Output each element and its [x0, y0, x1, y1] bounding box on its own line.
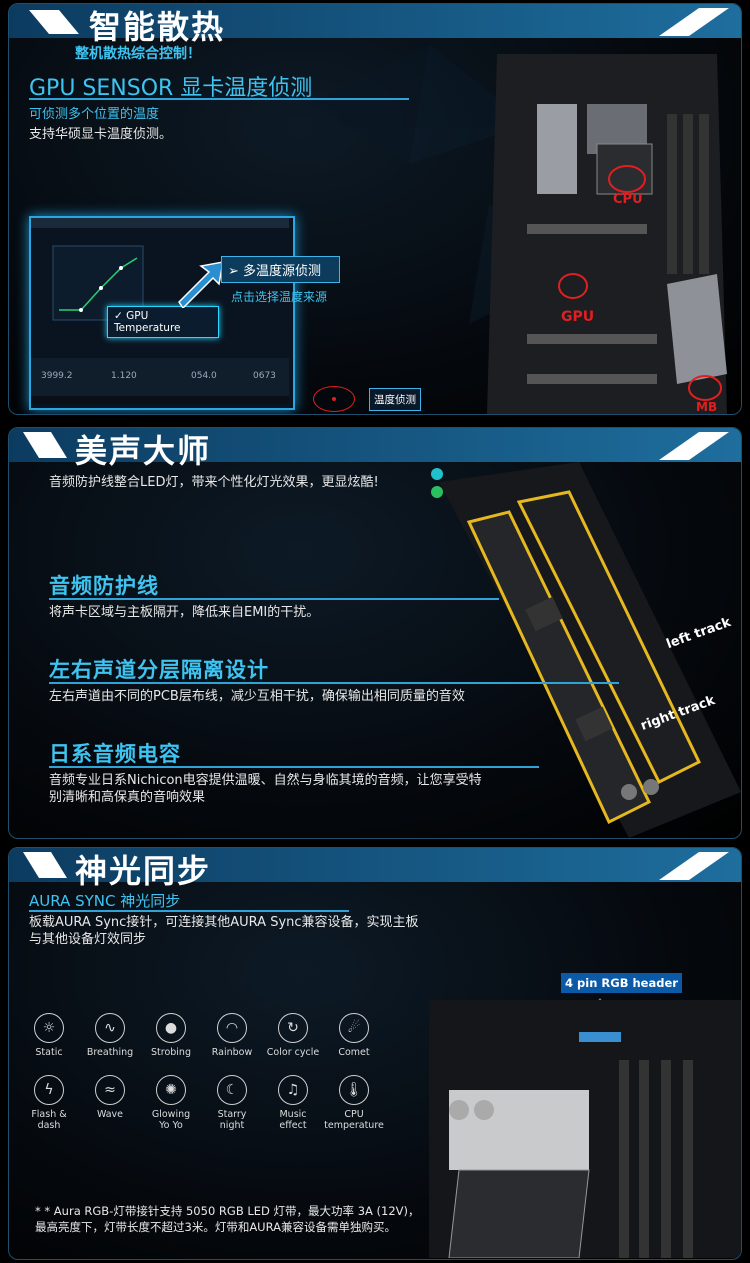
aura-sync-panel: 神光同步 AURA SYNC 神光同步 板载AURA Sync接针，可连接其他A… — [8, 847, 742, 1260]
effect-label: Static — [35, 1047, 63, 1058]
audio-intro: 音频防护线整合LED灯，带来个性化灯光效果，更显炫酷! — [49, 475, 379, 490]
section-subtitle: 整机散热综合控制！ — [75, 46, 201, 62]
effect-wave[interactable]: ≈ Wave — [80, 1075, 140, 1120]
effect-label: Glowing Yo Yo — [151, 1109, 191, 1131]
feature-desc-2: 左右声道由不同的PCB层布线，减少互相干扰，确保输出相同质量的音效 — [49, 689, 465, 704]
effect-label: Wave — [96, 1109, 124, 1120]
svg-text:0673: 0673 — [253, 371, 276, 381]
section-title: 神光同步 — [75, 852, 212, 890]
effect-comet[interactable]: ☄ Comet — [324, 1013, 384, 1058]
cpu-label: CPU — [613, 192, 643, 207]
callout-sub-text: 点击选择温度来源 — [231, 290, 328, 304]
section-banner — [9, 428, 741, 462]
effect-color-cycle[interactable]: ↻ Color cycle — [263, 1013, 323, 1058]
wave-icon: ≈ — [95, 1075, 125, 1105]
gpu-label: GPU — [561, 309, 595, 325]
section-title: 美声大师 — [75, 432, 212, 470]
section-banner — [9, 848, 741, 882]
gpu-sensor-heading: GPU SENSOR 显卡温度侦测 — [29, 76, 313, 101]
feature-underline-3 — [49, 766, 539, 768]
feature-title-1: 音频防护线 — [49, 574, 159, 598]
rainbow-icon: ◠ — [217, 1013, 247, 1043]
starry-night-icon: ☾ — [217, 1075, 247, 1105]
svg-text:1.120: 1.120 — [111, 371, 137, 381]
strobing-icon: ● — [156, 1013, 186, 1043]
feature-underline-1 — [49, 598, 499, 600]
effect-label: Breathing — [86, 1047, 134, 1058]
aura-sync-heading: AURA SYNC 神光同步 — [29, 892, 181, 910]
fan-curve-graph: 3999.2 1.120 054.0 0673 — [31, 218, 289, 404]
feature-underline-2 — [49, 682, 619, 684]
glowing-yoyo-icon: ✺ — [156, 1075, 186, 1105]
chevron-right-icon: ➢ — [228, 264, 244, 279]
flash-dash-icon: ϟ — [34, 1075, 64, 1105]
effect-static[interactable]: ☼ Static — [19, 1013, 79, 1058]
section-banner — [9, 4, 741, 38]
effect-glowing-yoyo[interactable]: ✺ Glowing Yo Yo — [141, 1075, 201, 1131]
effect-breathing[interactable]: ∿ Breathing — [80, 1013, 140, 1058]
feature-line-1: 可侦测多个位置的温度 — [29, 107, 160, 122]
heading-underline — [29, 98, 409, 100]
effect-rainbow[interactable]: ◠ Rainbow — [202, 1013, 262, 1058]
highlight-circle — [313, 386, 355, 412]
music-effect-icon: ♫ — [278, 1075, 308, 1105]
temp-detect-button[interactable]: 温度侦测 — [369, 388, 421, 411]
gpu-temperature-label: GPU Temperature — [114, 310, 181, 334]
feature-line-2: 支持华硕显卡温度侦测。 — [29, 127, 173, 142]
rgb-header-badge: 4 pin RGB header — [561, 973, 682, 993]
svg-text:3999.2: 3999.2 — [41, 371, 73, 381]
color-cycle-icon: ↻ — [278, 1013, 308, 1043]
effect-label: Comet — [338, 1047, 370, 1058]
comet-icon: ☄ — [339, 1013, 369, 1043]
feature-desc-3: 音频专业日系Nichicon电容提供温暖、自然与身临其境的音频，让您享受特别清晰… — [49, 773, 482, 805]
gpu-temperature-option[interactable]: ✓ GPU Temperature — [107, 306, 219, 338]
cpu-temperature-icon: 🌡 — [339, 1075, 369, 1105]
effect-label: Flash & dash — [31, 1109, 67, 1131]
check-icon: ✓ — [114, 310, 127, 322]
callout-main-text: 多温度源侦测 — [243, 264, 322, 279]
effect-label: Rainbow — [211, 1047, 253, 1058]
feature-title-2: 左右声道分层隔离设计 — [49, 658, 269, 682]
effect-strobing[interactable]: ● Strobing — [141, 1013, 201, 1058]
smart-cooling-panel: 智能散热 整机散热综合控制！ GPU SENSOR 显卡温度侦测 可侦测多个位置… — [8, 3, 742, 415]
audio-board-image — [431, 462, 741, 838]
feature-title-3: 日系音频电容 — [49, 742, 181, 766]
section-title: 智能散热 — [89, 8, 226, 46]
svg-text:054.0: 054.0 — [191, 371, 217, 381]
arrow-icon — [178, 261, 224, 308]
fan-xpert-screenshot: 3999.2 1.120 054.0 0673 ✓ GPU Temperatur… — [29, 216, 295, 410]
static-icon: ☼ — [34, 1013, 64, 1043]
effect-label: Starry night — [217, 1109, 247, 1131]
effect-label: Color cycle — [266, 1047, 320, 1058]
aura-note: * * Aura RGB-灯带接针支持 5050 RGB LED 灯带，最大功率… — [35, 1204, 420, 1234]
multi-temp-callout: ➢ 多温度源侦测 — [221, 256, 340, 283]
effect-music-effect[interactable]: ♫ Music effect — [263, 1075, 323, 1131]
effect-cpu-temperature[interactable]: 🌡 CPU temperature — [324, 1075, 384, 1131]
motherboard-rgb-image — [429, 1000, 741, 1258]
aura-sync-desc: 板载AURA Sync接针，可连接其他AURA Sync兼容设备，实现主板与其他… — [29, 915, 419, 947]
effect-label: Strobing — [151, 1047, 191, 1058]
effect-label: CPU temperature — [324, 1109, 384, 1131]
audio-master-panel: 美声大师 left track right track 音频防护线整合LED灯，… — [8, 427, 742, 839]
motherboard-image — [487, 54, 727, 414]
feature-desc-1: 将声卡区域与主板隔开，降低来自EMI的干扰。 — [49, 605, 320, 620]
mb-label: MB — [696, 400, 718, 414]
breathing-icon: ∿ — [95, 1013, 125, 1043]
effect-label: Music effect — [279, 1109, 307, 1131]
heading-underline — [29, 910, 349, 912]
effect-starry-night[interactable]: ☾ Starry night — [202, 1075, 262, 1131]
